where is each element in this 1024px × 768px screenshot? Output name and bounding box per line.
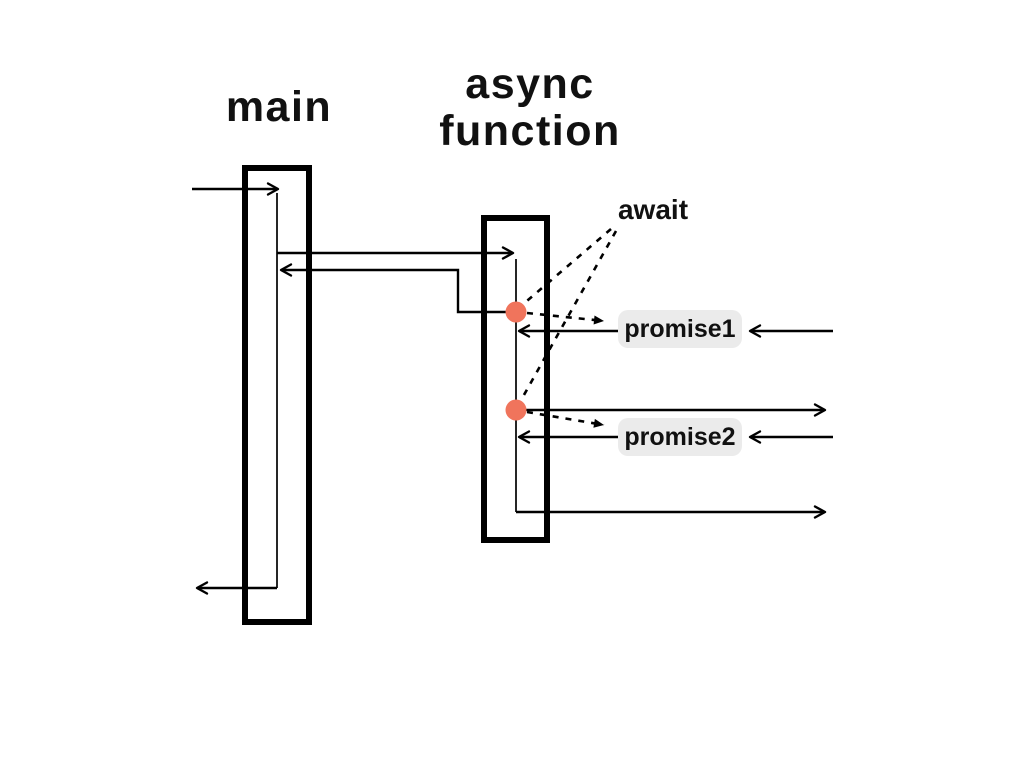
await2-to-promise2-arrow — [526, 410, 605, 428]
await-label: await — [617, 194, 689, 225]
async-function-title: async function — [400, 61, 660, 155]
await-point-1-dot — [505, 301, 527, 323]
async-function-title-line2: function — [439, 107, 621, 155]
main-title: main — [225, 83, 333, 131]
promise1-label: promise1 — [618, 310, 742, 348]
await-point-2-dot — [505, 399, 527, 421]
return-control-to-main-arrow — [279, 263, 516, 314]
async-function-title-line1: async — [465, 60, 595, 108]
promise2-label: promise2 — [618, 418, 742, 456]
